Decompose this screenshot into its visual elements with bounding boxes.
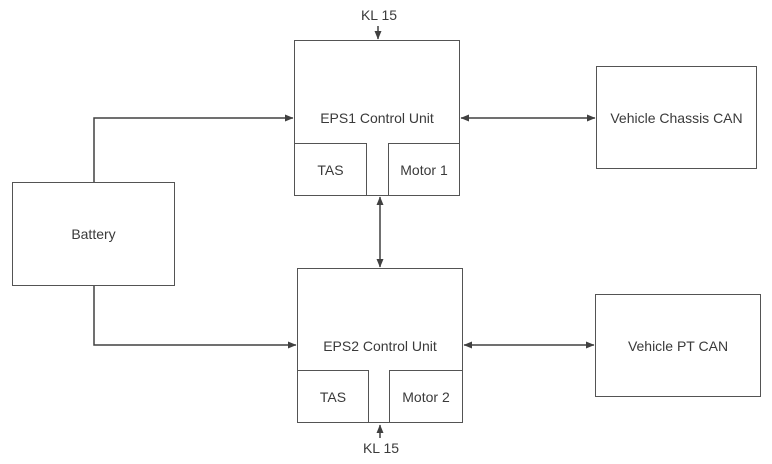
node-motor1: Motor 1: [388, 143, 460, 196]
node-eps2-label: EPS2 Control Unit: [323, 337, 437, 354]
node-vehicle-pt-can: Vehicle PT CAN: [595, 294, 761, 397]
connector-battery-to-eps1: [93, 114, 294, 182]
node-vehicle-chassis-can: Vehicle Chassis CAN: [596, 66, 757, 169]
kl15-top-label: KL 15: [360, 7, 398, 23]
node-motor2: Motor 2: [389, 370, 463, 423]
node-motor1-label: Motor 1: [400, 161, 448, 178]
node-vehicle-pt-can-label: Vehicle PT CAN: [627, 337, 729, 354]
node-vehicle-chassis-can-label: Vehicle Chassis CAN: [610, 109, 743, 126]
node-eps2-tas-label: TAS: [319, 388, 347, 405]
node-eps1-tas: TAS: [294, 143, 367, 196]
kl15-bottom-label: KL 15: [362, 440, 400, 456]
node-eps2-tas: TAS: [297, 370, 369, 423]
node-motor2-label: Motor 2: [402, 388, 450, 405]
node-battery: Battery: [12, 182, 175, 286]
node-eps1-tas-label: TAS: [317, 161, 344, 178]
node-eps1-label: EPS1 Control Unit: [320, 110, 434, 126]
connector-battery-to-eps2: [93, 286, 297, 349]
node-battery-label: Battery: [71, 226, 116, 242]
